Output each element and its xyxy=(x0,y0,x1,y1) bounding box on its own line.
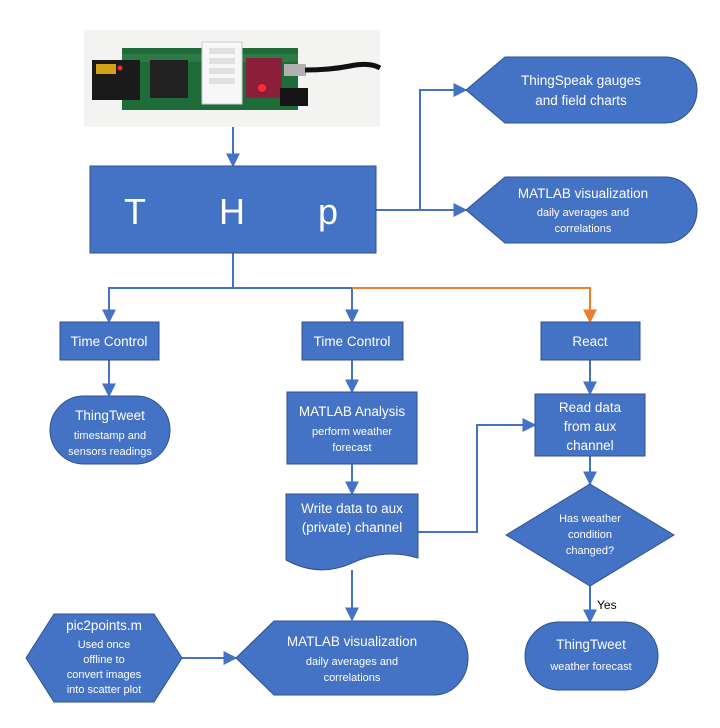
matlab-viz-top-line2: daily averages and xyxy=(537,207,629,219)
thingtweet-right-node: ThingTweet weather forecast xyxy=(524,621,659,691)
decision-line3: changed? xyxy=(566,545,614,557)
usb-cable xyxy=(304,61,382,73)
led-indicator xyxy=(258,84,266,92)
pressure-label: p xyxy=(318,191,338,232)
chip xyxy=(150,60,188,98)
matlab-analysis-line3: forecast xyxy=(332,442,371,454)
read-data-node: Read data from aux channel xyxy=(534,393,646,457)
thingtweet-left-line3: sensors readings xyxy=(68,446,152,458)
react-node: React xyxy=(540,321,641,361)
pic2points-line1: pic2points.m xyxy=(66,618,142,633)
write-data-node: Write data to aux (private) channel xyxy=(285,493,419,571)
matlab-analysis-line1: MATLAB Analysis xyxy=(299,404,406,419)
thingspeak-gauges-line2: and field charts xyxy=(535,93,627,108)
temperature-label: T xyxy=(124,191,146,232)
matlab-visualization-top-node: MATLAB visualization daily averages and … xyxy=(465,176,698,244)
read-data-line1: Read data xyxy=(559,400,622,415)
pressure-sensor xyxy=(246,58,282,98)
time-control-center-label: Time Control xyxy=(314,334,391,349)
pic2points-node: pic2points.m Used once offline to conver… xyxy=(25,613,183,703)
arrow-main-to-time-control-center xyxy=(233,287,359,324)
thingtweet-left-node: ThingTweet timestamp and sensors reading… xyxy=(49,395,171,465)
matlab-visualization-bottom-node: MATLAB visualization daily averages and … xyxy=(235,620,469,696)
react-label: React xyxy=(572,334,608,349)
sensor-board-photo xyxy=(84,30,382,127)
pic2points-line5: into scatter plot xyxy=(67,684,142,696)
thingspeak-gauges-node: ThingSpeak gauges and field charts xyxy=(465,56,698,124)
matlab-viz-bottom-line3: correlations xyxy=(324,672,381,684)
time-control-left-label: Time Control xyxy=(71,334,148,349)
read-data-line3: channel xyxy=(566,438,613,453)
arrow-write-to-read xyxy=(418,418,537,533)
matlab-viz-top-line3: correlations xyxy=(555,223,612,235)
main-sensor-box: T H p xyxy=(89,165,377,254)
thingtweet-right-line2: weather forecast xyxy=(549,661,631,673)
thingtweet-left-line1: ThingTweet xyxy=(75,408,145,423)
write-data-line2: (private) channel xyxy=(302,520,403,535)
arrow-main-to-react xyxy=(352,287,597,324)
pic2points-line2: Used once xyxy=(78,639,131,651)
humidity-label: H xyxy=(219,191,245,232)
pic2points-line4: convert images xyxy=(67,669,142,681)
arrow-main-to-thingspeak xyxy=(376,83,468,211)
time-control-left-node: Time Control xyxy=(59,321,160,361)
arrow-main-to-time-control-left xyxy=(102,253,234,324)
read-data-line2: from aux xyxy=(564,419,617,434)
time-control-center-node: Time Control xyxy=(301,321,404,361)
thingtweet-right-line1: ThingTweet xyxy=(556,637,626,652)
yes-label: Yes xyxy=(597,598,617,612)
thingspeak-gauges-line1: ThingSpeak gauges xyxy=(521,73,641,88)
weather-changed-decision-node: Has weather condition changed? xyxy=(505,483,675,587)
connectors xyxy=(102,83,597,665)
matlab-viz-bottom-line2: daily averages and xyxy=(306,656,398,668)
matlab-analysis-line2: perform weather xyxy=(312,426,392,438)
matlab-analysis-node: MATLAB Analysis perform weather forecast xyxy=(286,391,418,465)
write-data-line1: Write data to aux xyxy=(301,501,403,516)
thingtweet-left-line2: timestamp and xyxy=(74,430,146,442)
decision-line1: Has weather xyxy=(559,513,621,525)
matlab-viz-bottom-line1: MATLAB visualization xyxy=(287,634,417,649)
pic2points-line3: offline to xyxy=(83,654,124,666)
usb-connector xyxy=(284,64,306,76)
decision-line2: condition xyxy=(568,529,612,541)
matlab-viz-top-line1: MATLAB visualization xyxy=(518,186,648,201)
